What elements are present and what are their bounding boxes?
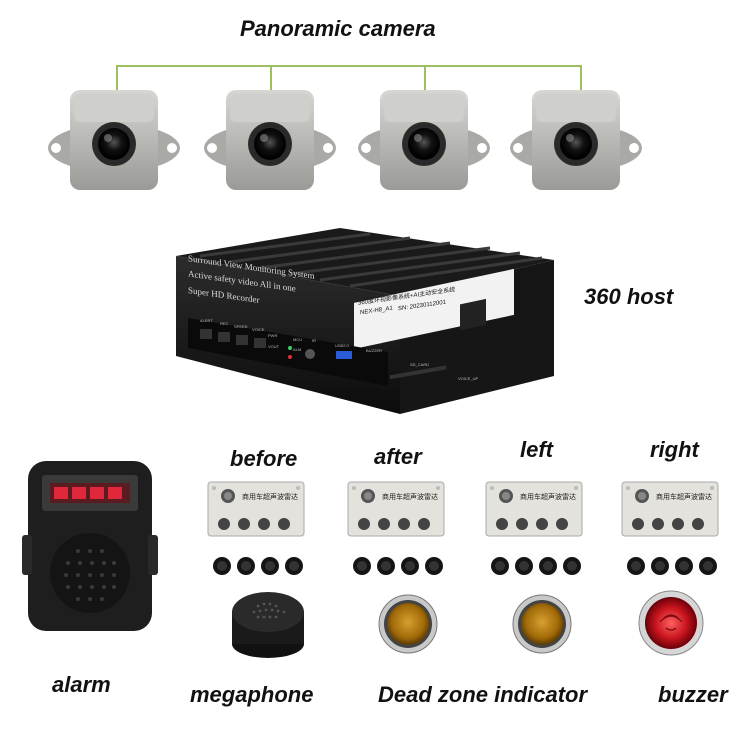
radar-unit-right: 商用车超声波雷达 bbox=[620, 478, 720, 578]
host-btn-alert: ALERT bbox=[200, 318, 213, 323]
alarm-device bbox=[22, 461, 158, 631]
radar-control-box bbox=[207, 481, 305, 537]
host-usb: USB2.0 bbox=[335, 343, 349, 348]
dead-zone-label: Dead zone indicator bbox=[378, 682, 588, 707]
host-voice-up: VOICE_UP bbox=[458, 376, 479, 381]
megaphone-label: megaphone bbox=[190, 682, 314, 707]
radar-box-title: 商用车超声波雷达 bbox=[520, 494, 576, 501]
radar-box-title: 商用车超声波雷达 bbox=[656, 494, 712, 501]
radar-control-box bbox=[347, 481, 445, 537]
dead-zone-indicator-2 bbox=[512, 594, 572, 654]
radar-sensors bbox=[627, 557, 717, 575]
radar-unit-after: 商用车超声波雷达 bbox=[346, 478, 446, 578]
radar-before-label: before bbox=[230, 446, 298, 471]
alarm-label: alarm bbox=[52, 672, 111, 697]
host-btn-voice: VOICE bbox=[252, 327, 265, 332]
host-mcu: MCU bbox=[293, 337, 303, 342]
host-buzzer-port: BUZZER bbox=[366, 348, 382, 353]
host-label: 360 host bbox=[584, 284, 674, 309]
panoramic-camera-1 bbox=[48, 90, 180, 190]
radar-control-box bbox=[621, 481, 719, 537]
host-pwr: PWR bbox=[268, 333, 278, 338]
radar-left-label: left bbox=[520, 437, 553, 462]
buzzer-device bbox=[638, 590, 704, 656]
panoramic-camera-3 bbox=[358, 90, 490, 190]
megaphone-device bbox=[232, 592, 304, 658]
panoramic-camera-4 bbox=[510, 90, 642, 190]
host-sd-card: SD_CARD bbox=[410, 362, 430, 367]
radar-sensors bbox=[213, 557, 303, 575]
host-device bbox=[176, 228, 554, 414]
radar-control-box bbox=[485, 481, 583, 537]
buzzer-label: buzzer bbox=[658, 682, 728, 707]
radar-right-label: right bbox=[650, 437, 699, 462]
host-vout: VOUT bbox=[268, 344, 280, 349]
host-btn-rec: REC bbox=[220, 321, 229, 326]
dead-zone-indicator-1 bbox=[378, 594, 438, 654]
radar-box-title: 商用车超声波雷达 bbox=[242, 494, 298, 501]
panoramic-camera-title: Panoramic camera bbox=[240, 16, 436, 41]
host-btn-speed: SPEED bbox=[234, 324, 248, 329]
camera-connector-lines bbox=[116, 65, 582, 90]
radar-unit-left: 商用车超声波雷达 bbox=[484, 478, 584, 578]
host-alm: ALM bbox=[293, 347, 302, 352]
radar-unit-before: 商用车超声波雷达 bbox=[206, 478, 306, 578]
panoramic-camera-2 bbox=[204, 90, 336, 190]
radar-after-label: after bbox=[374, 444, 422, 469]
host-ir: IR bbox=[312, 338, 316, 343]
radar-sensors bbox=[353, 557, 443, 575]
radar-sensors bbox=[491, 557, 581, 575]
radar-box-title: 商用车超声波雷达 bbox=[382, 494, 438, 501]
